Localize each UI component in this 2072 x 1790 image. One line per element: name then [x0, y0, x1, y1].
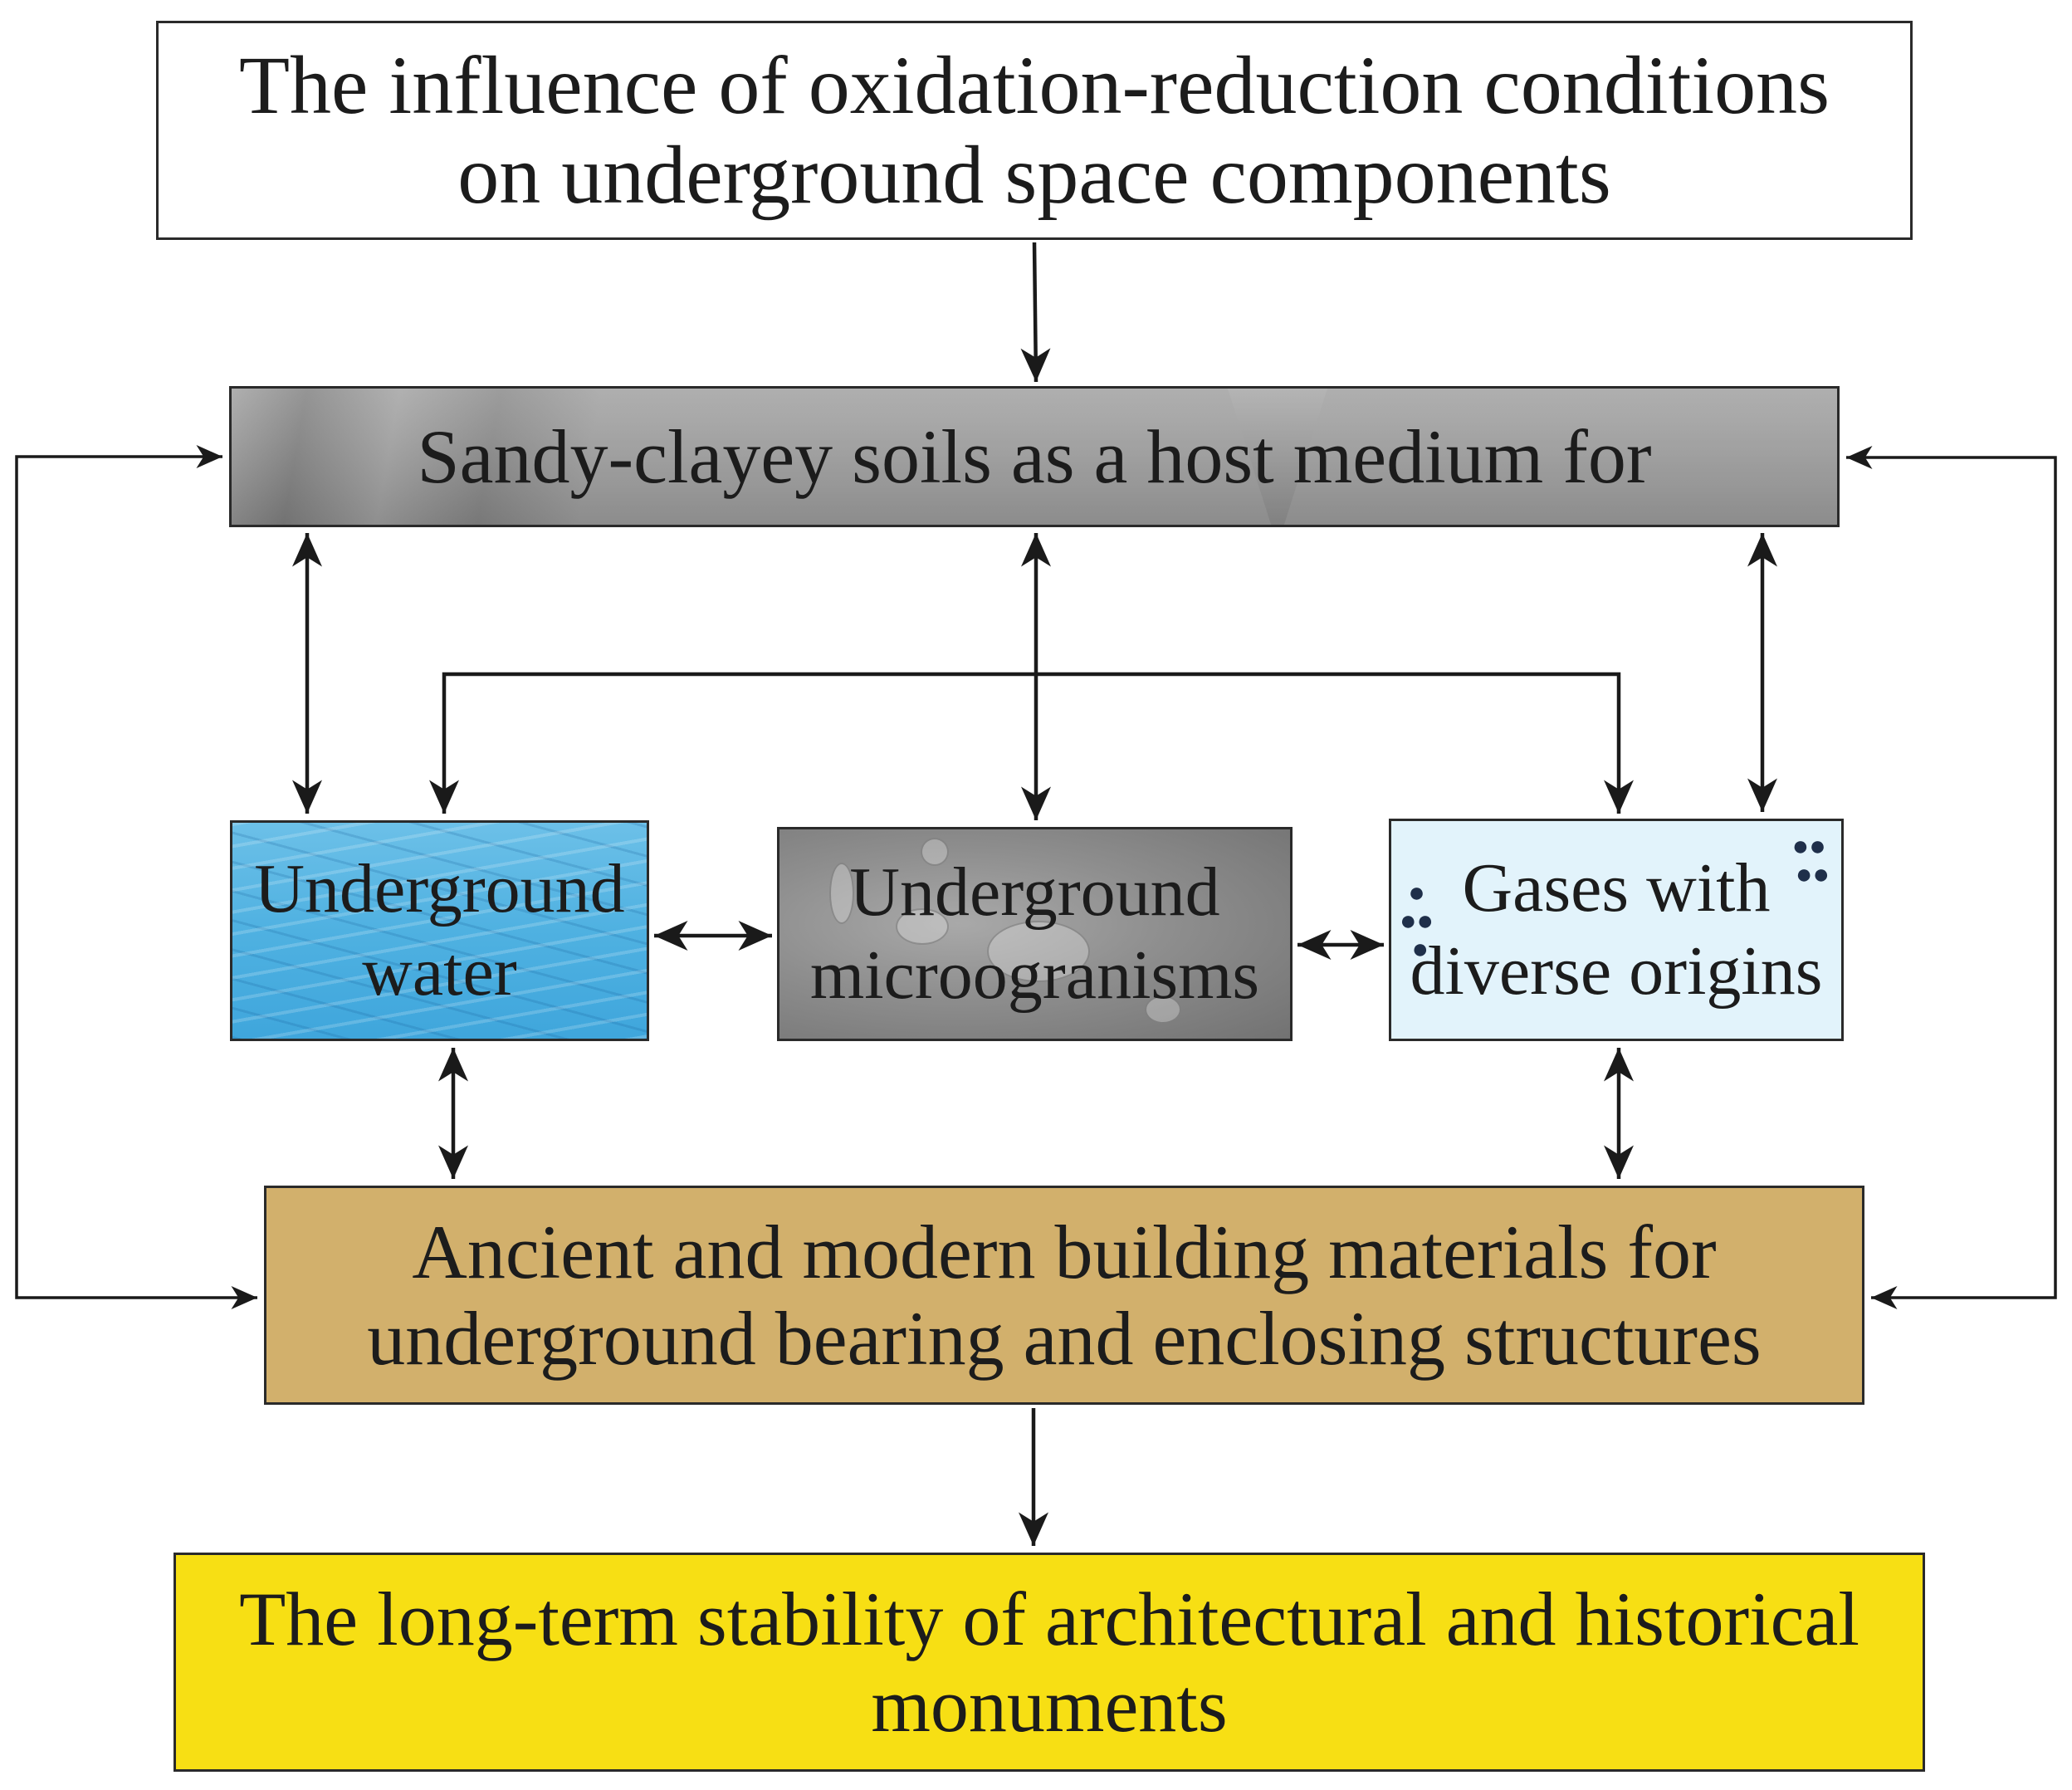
- node-text-line: The influence of oxidation-reduction con…: [238, 39, 1830, 131]
- node-text-line: Underground: [254, 850, 625, 927]
- arrow-water-gas-bridge: [429, 672, 1634, 814]
- gas-bubbles-icon: ●●● ●: [1400, 878, 1434, 965]
- node-text-line: Gases with: [1462, 849, 1771, 927]
- node-sandy-clayey-soils: Sandy-clayey soils as a host medium for: [229, 386, 1840, 527]
- arrow-soil-build-left: [15, 445, 257, 1309]
- node-text-line: Sandy-clayey soils as a host medium for: [417, 414, 1652, 499]
- microbe-blob: [987, 921, 1090, 982]
- node-gases-diverse-origins: ●●● ● ●● ●● Gases with diverse origins: [1389, 819, 1844, 1041]
- node-text-line: microogranisms: [809, 937, 1260, 1014]
- arrow-top-to-soil: [1020, 242, 1051, 383]
- node-text-line: Underground: [849, 853, 1220, 931]
- microbe-blob: [921, 838, 949, 866]
- microbe-blob: [829, 863, 854, 924]
- node-text-line: Ancient and modern building materials fo…: [412, 1210, 1717, 1294]
- node-text-line: on underground space components: [457, 129, 1611, 221]
- node-underground-microorganisms: Underground microogranisms: [777, 827, 1293, 1041]
- node-text-line: diverse origins: [1410, 932, 1823, 1010]
- node-building-materials: Ancient and modern building materials fo…: [264, 1186, 1864, 1405]
- node-redox-influence: The influence of oxidation-reduction con…: [156, 21, 1913, 240]
- microbe-blob: [1145, 995, 1181, 1024]
- node-text-line: underground bearing and enclosing struct…: [367, 1296, 1762, 1381]
- arrow-soil-build-right: [1846, 446, 2057, 1309]
- node-underground-water: Underground water: [230, 820, 649, 1041]
- node-text-line: monuments: [871, 1663, 1228, 1748]
- node-text-line: water: [362, 933, 517, 1010]
- gas-bubbles-icon: ●● ●●: [1788, 831, 1830, 890]
- node-long-term-stability: The long-term stability of architectural…: [173, 1553, 1925, 1772]
- node-text-line: The long-term stability of architectural…: [239, 1577, 1859, 1661]
- microbe-blob: [896, 908, 949, 945]
